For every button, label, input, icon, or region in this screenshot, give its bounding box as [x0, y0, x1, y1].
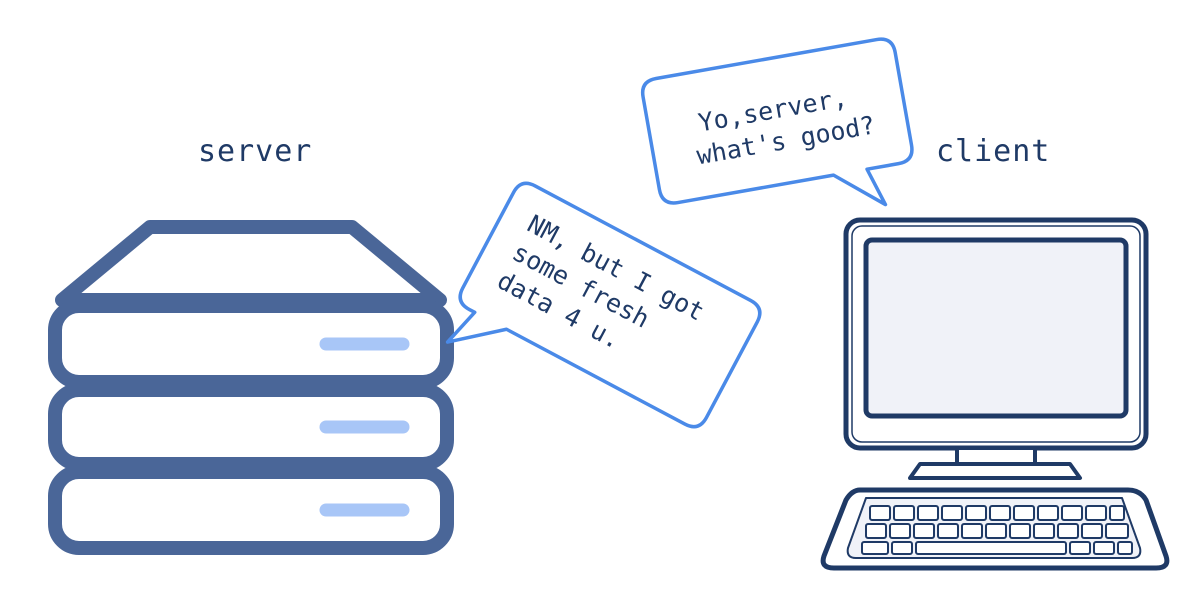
server-bubble-outline [445, 181, 762, 429]
desktop-computer-icon [820, 217, 1170, 571]
monitor-screen [863, 237, 1129, 419]
client-bubble-outline [640, 37, 914, 207]
client-label: client [936, 134, 1051, 169]
client-speech-bubble: Yo,server, what's good? [640, 37, 914, 207]
monitor-base [908, 462, 1082, 480]
keyboard-spacebar [915, 541, 1067, 555]
monitor-neck [955, 446, 1037, 466]
keyboard-keys [861, 505, 1133, 555]
server-unit-2 [48, 383, 454, 471]
server-top-lid [55, 220, 447, 307]
server-speech-bubble: NM, but I got some fresh data 4 u. [445, 181, 762, 429]
server-slots [319, 337, 410, 517]
server-label: server [198, 134, 313, 169]
server-stack-icon [48, 220, 454, 555]
server-unit-3 [48, 465, 454, 555]
server-unit-1 [48, 299, 454, 389]
